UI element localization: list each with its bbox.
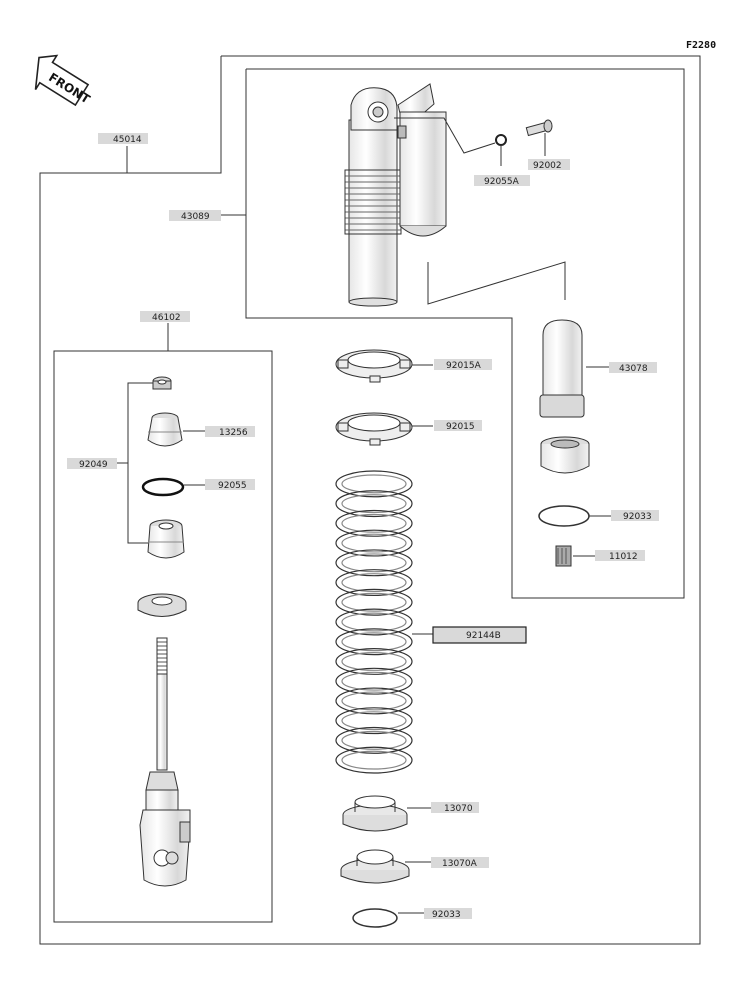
spring-nut-92015A-part [335, 349, 413, 383]
spring-coil [335, 509, 413, 537]
label-92002: 92002 [528, 159, 570, 171]
nut-part [152, 376, 172, 390]
label-43089: 43089 [169, 210, 221, 222]
label-13070: 13070 [431, 802, 479, 814]
piston-rod-subassembly-frame [53, 350, 273, 923]
body-subassembly-frame [245, 68, 685, 599]
svg-text:92055: 92055 [218, 481, 247, 491]
svg-text:92055A: 92055A [484, 177, 520, 187]
circlip-92033-upper-part [538, 505, 590, 527]
label-92049: 92049 [67, 458, 117, 470]
spring-guide-13070A-part [340, 849, 410, 884]
label-45014: 45014 [98, 133, 148, 145]
label-92033-lower: 92033 [424, 908, 472, 920]
svg-text:92015A: 92015A [446, 361, 482, 371]
valve-cap-11012-part [555, 545, 572, 567]
spring-coil [335, 746, 413, 774]
connector-line [427, 261, 566, 305]
shock-assembly-frame [39, 55, 701, 945]
spring-coil [335, 588, 413, 616]
seal-head-part [147, 519, 185, 559]
label-46102: 46102 [140, 311, 190, 323]
label-92015: 92015 [434, 420, 482, 432]
svg-text:43078: 43078 [619, 364, 648, 374]
spring-coil-inner [341, 533, 407, 553]
reservoir-cap-part [540, 436, 590, 474]
spring-coil-inner [341, 592, 407, 612]
spring-coil [335, 687, 413, 715]
label-92144B: 92144B [432, 626, 527, 644]
spring-coil [335, 726, 413, 754]
spring-coil [335, 490, 413, 518]
spring-coil [335, 549, 413, 577]
circlip-92033-lower-part [352, 908, 398, 928]
svg-text:13256: 13256 [219, 428, 248, 438]
spring-nut-92015-part [335, 412, 413, 446]
label-92015A: 92015A [434, 359, 492, 371]
leader-lines [116, 117, 611, 914]
svg-text:13070: 13070 [444, 804, 473, 814]
label-43078: 43078 [609, 362, 657, 374]
svg-text:92015: 92015 [446, 422, 475, 432]
spring-coil [335, 707, 413, 735]
spring-coil-inner [341, 652, 407, 671]
shock-body-part [344, 83, 447, 307]
spring-coil-inner [341, 750, 407, 770]
piston-rod-part [139, 637, 191, 887]
spring-coil-inner [341, 632, 407, 652]
spring-coil-inner [341, 730, 407, 750]
reservoir-cap-43078-part [539, 319, 585, 418]
spring-coil [335, 628, 413, 656]
spring-coil [335, 608, 413, 636]
spring-coil-inner [341, 711, 407, 731]
svg-text:92049: 92049 [79, 460, 108, 470]
label-11012: 11012 [595, 550, 645, 562]
svg-text:92144B: 92144B [466, 631, 501, 641]
spring-coil-inner [341, 513, 407, 533]
spring-coil-inner [341, 494, 407, 514]
svg-text:45014: 45014 [113, 135, 142, 145]
spring-coil-inner [341, 612, 407, 632]
spring-92144B-part [335, 470, 413, 774]
label-13070A: 13070A [431, 857, 489, 869]
spring-coil-inner [341, 573, 407, 593]
piston-part [137, 593, 187, 617]
bump-stop-13256-part [147, 412, 183, 447]
spring-coil-inner [341, 691, 407, 711]
spring-coil-inner [341, 474, 407, 494]
label-92055A: 92055A [474, 175, 530, 187]
label-92055: 92055 [205, 479, 255, 491]
svg-text:11012: 11012 [609, 552, 638, 562]
svg-text:92033: 92033 [432, 910, 461, 920]
spring-coil-inner [341, 671, 407, 691]
svg-text:13070A: 13070A [442, 859, 478, 869]
spring-coil [335, 648, 413, 675]
oring-92055A-part [495, 134, 507, 146]
figure-code: F2280 [686, 40, 716, 51]
spring-guide-13070-part [342, 795, 408, 832]
spring-coil [335, 529, 413, 557]
front-arrow-icon: FRONT [34, 54, 93, 107]
spring-coil [335, 667, 413, 695]
spring-coil [335, 470, 413, 498]
oring-92055-part [141, 477, 185, 497]
svg-text:43089: 43089 [181, 212, 210, 222]
svg-text:46102: 46102 [152, 313, 181, 323]
label-13256: 13256 [205, 426, 255, 438]
svg-text:92002: 92002 [533, 161, 562, 171]
label-92033-upper: 92033 [611, 510, 659, 522]
svg-text:92033: 92033 [623, 512, 652, 522]
bolt-92002-part [525, 119, 553, 137]
spring-coil [335, 569, 413, 597]
spring-coil-inner [341, 553, 407, 573]
